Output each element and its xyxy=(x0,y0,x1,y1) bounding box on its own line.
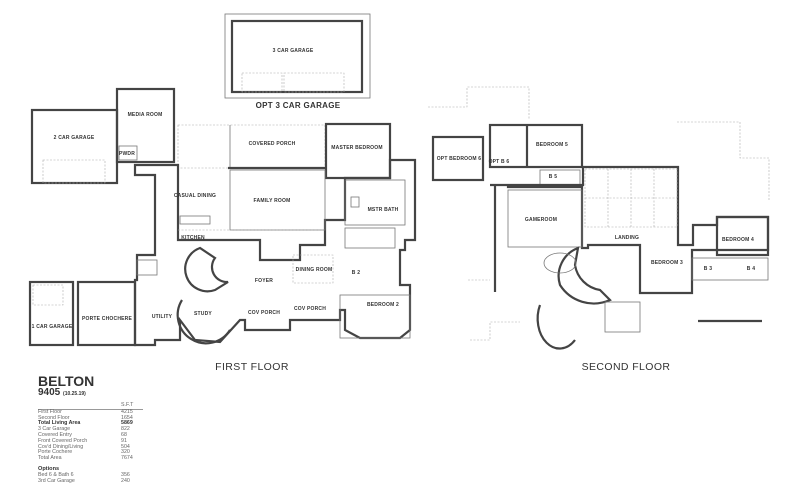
label-kitchen: KITCHEN xyxy=(181,235,205,241)
label-porte-cochere: PORTE CHOCHERE xyxy=(82,316,132,322)
label-utility: UTILITY xyxy=(152,314,173,320)
plan-number-line: 9405 (10.25.19) xyxy=(38,388,168,399)
label-bedroom-5: BEDROOM 5 xyxy=(536,142,568,148)
first-floor-title: FIRST FLOOR xyxy=(215,361,289,373)
label-bedroom-3: BEDROOM 3 xyxy=(651,260,683,266)
area-value: 68 xyxy=(121,431,127,438)
label-media-room: MEDIA ROOM xyxy=(128,112,163,118)
master-bedroom-walls xyxy=(324,122,392,180)
label-dining-room: DINING ROOM xyxy=(296,267,333,273)
opt-garage-frame xyxy=(224,13,371,99)
spiral-stair xyxy=(184,246,229,293)
media-room-walls xyxy=(115,87,176,164)
label-master-bedroom: MASTER BEDROOM xyxy=(331,145,382,151)
label-1-car-garage: 1 CAR GARAGE xyxy=(32,324,73,330)
label-family-room: FAMILY ROOM xyxy=(254,198,291,204)
kitchen-island xyxy=(179,215,211,225)
label-opt-bedroom-6: OPT BEDROOM 6 xyxy=(437,156,482,162)
area-value: 822 xyxy=(121,426,130,433)
label-b4: B 4 xyxy=(747,266,755,272)
plan-date: (10.25.19) xyxy=(63,391,86,397)
area-label: 3 Car Garage xyxy=(38,426,71,433)
area-value: 7674 xyxy=(121,455,133,462)
area-row: Front Covered Porch 91 xyxy=(38,437,143,445)
label-casual-dining: CASUAL DINING xyxy=(174,193,216,199)
area-label: Front Covered Porch xyxy=(38,437,88,444)
label-2-car-garage: 2 CAR GARAGE xyxy=(54,135,95,141)
bedroom-5-wing-walls xyxy=(488,123,584,169)
gameroom-area xyxy=(507,189,583,248)
area-label: First Floor xyxy=(38,408,62,415)
label-b5: B 5 xyxy=(549,174,557,180)
second-floor-outline xyxy=(490,165,770,295)
area-row: Total Living Area 5869 xyxy=(38,421,143,427)
one-car-garage-walls xyxy=(28,280,75,347)
label-foyer: FOYER xyxy=(255,278,273,284)
area-row: 3 Car Garage 822 xyxy=(38,426,143,433)
area-row: Bed 6 & Bath 6 356 xyxy=(38,471,143,479)
label-3-car-garage: 3 CAR GARAGE xyxy=(273,48,314,54)
area-row: Porte Cochere 320 xyxy=(38,450,143,456)
spiral-stair-upper xyxy=(557,246,612,305)
area-label: Second Floor xyxy=(38,414,70,421)
area-label: Total Area xyxy=(38,455,62,462)
porte-cochere-walls xyxy=(76,280,137,347)
area-value: 356 xyxy=(121,471,130,478)
label-cov-porch-1: COV PORCH xyxy=(248,310,280,316)
label-cov-porch-2: COV PORCH xyxy=(294,306,326,312)
area-value: 5869 xyxy=(121,420,133,427)
second-floor-title: SECOND FLOOR xyxy=(582,361,671,373)
label-b3: B 3 xyxy=(704,266,712,272)
label-study: STUDY xyxy=(194,311,212,317)
area-label: Total Living Area xyxy=(38,420,81,427)
area-row: Second Floor 1654 xyxy=(38,414,143,422)
area-row: Total Area 7674 xyxy=(38,455,143,462)
area-value: 320 xyxy=(121,449,130,456)
label-bedroom-4: BEDROOM 4 xyxy=(722,237,754,243)
first-floor-outline xyxy=(133,158,417,347)
area-label: Covered Entry xyxy=(38,431,72,438)
plan-name: BELTON xyxy=(38,373,95,389)
label-landing: LANDING xyxy=(615,235,639,241)
label-pwdr: PWDR xyxy=(119,151,135,157)
curved-balcony xyxy=(536,304,576,350)
area-legend: BELTON 9405 (10.25.19) S.F.T First Floor… xyxy=(38,373,168,485)
bedroom-4-walls xyxy=(715,215,770,257)
label-opt-3-car-garage: OPT 3 CAR GARAGE xyxy=(256,101,341,110)
area-row: 3rd Car Garage 240 xyxy=(38,477,143,485)
area-value: 240 xyxy=(121,477,130,484)
two-car-garage-walls xyxy=(30,108,119,185)
label-b2: B 2 xyxy=(352,270,360,276)
area-row: First Floor 4215 xyxy=(38,409,143,415)
area-label: Cov'd Dining/Living xyxy=(38,443,84,450)
area-label: Porte Cochere xyxy=(38,449,73,456)
opt-bedroom-6-walls xyxy=(431,135,485,182)
first-floor-plan xyxy=(28,13,417,347)
area-label: Bed 6 & Bath 6 xyxy=(38,471,74,478)
label-opt-b6: OPT B 6 xyxy=(489,159,510,165)
second-floor-plan xyxy=(428,86,770,350)
label-covered-porch: COVERED PORCH xyxy=(249,141,296,147)
area-value: 504 xyxy=(121,443,130,450)
options-title: Options xyxy=(38,465,60,472)
area-label: 3rd Car Garage xyxy=(38,477,75,484)
options-table: Bed 6 & Bath 6 356 3rd Car Garage 240 xyxy=(38,471,143,485)
unit-header: S.F.T xyxy=(121,402,143,410)
room-labels: 3 CAR GARAGE OPT 3 CAR GARAGE 2 CAR GARA… xyxy=(32,48,755,373)
area-value: 1654 xyxy=(121,414,133,421)
label-gameroom: GAMEROOM xyxy=(525,217,557,223)
area-value: 4215 xyxy=(121,408,133,415)
plan-number: 9405 xyxy=(38,387,61,398)
label-bedroom-2: BEDROOM 2 xyxy=(367,302,399,308)
area-row: Cov'd Dining/Living 504 xyxy=(38,443,143,451)
three-car-garage-walls xyxy=(230,19,364,94)
area-row: Covered Entry 68 xyxy=(38,431,143,439)
area-value: 91 xyxy=(121,437,127,444)
label-mstr-bath: MSTR BATH xyxy=(368,207,399,213)
study-bay xyxy=(176,299,231,345)
